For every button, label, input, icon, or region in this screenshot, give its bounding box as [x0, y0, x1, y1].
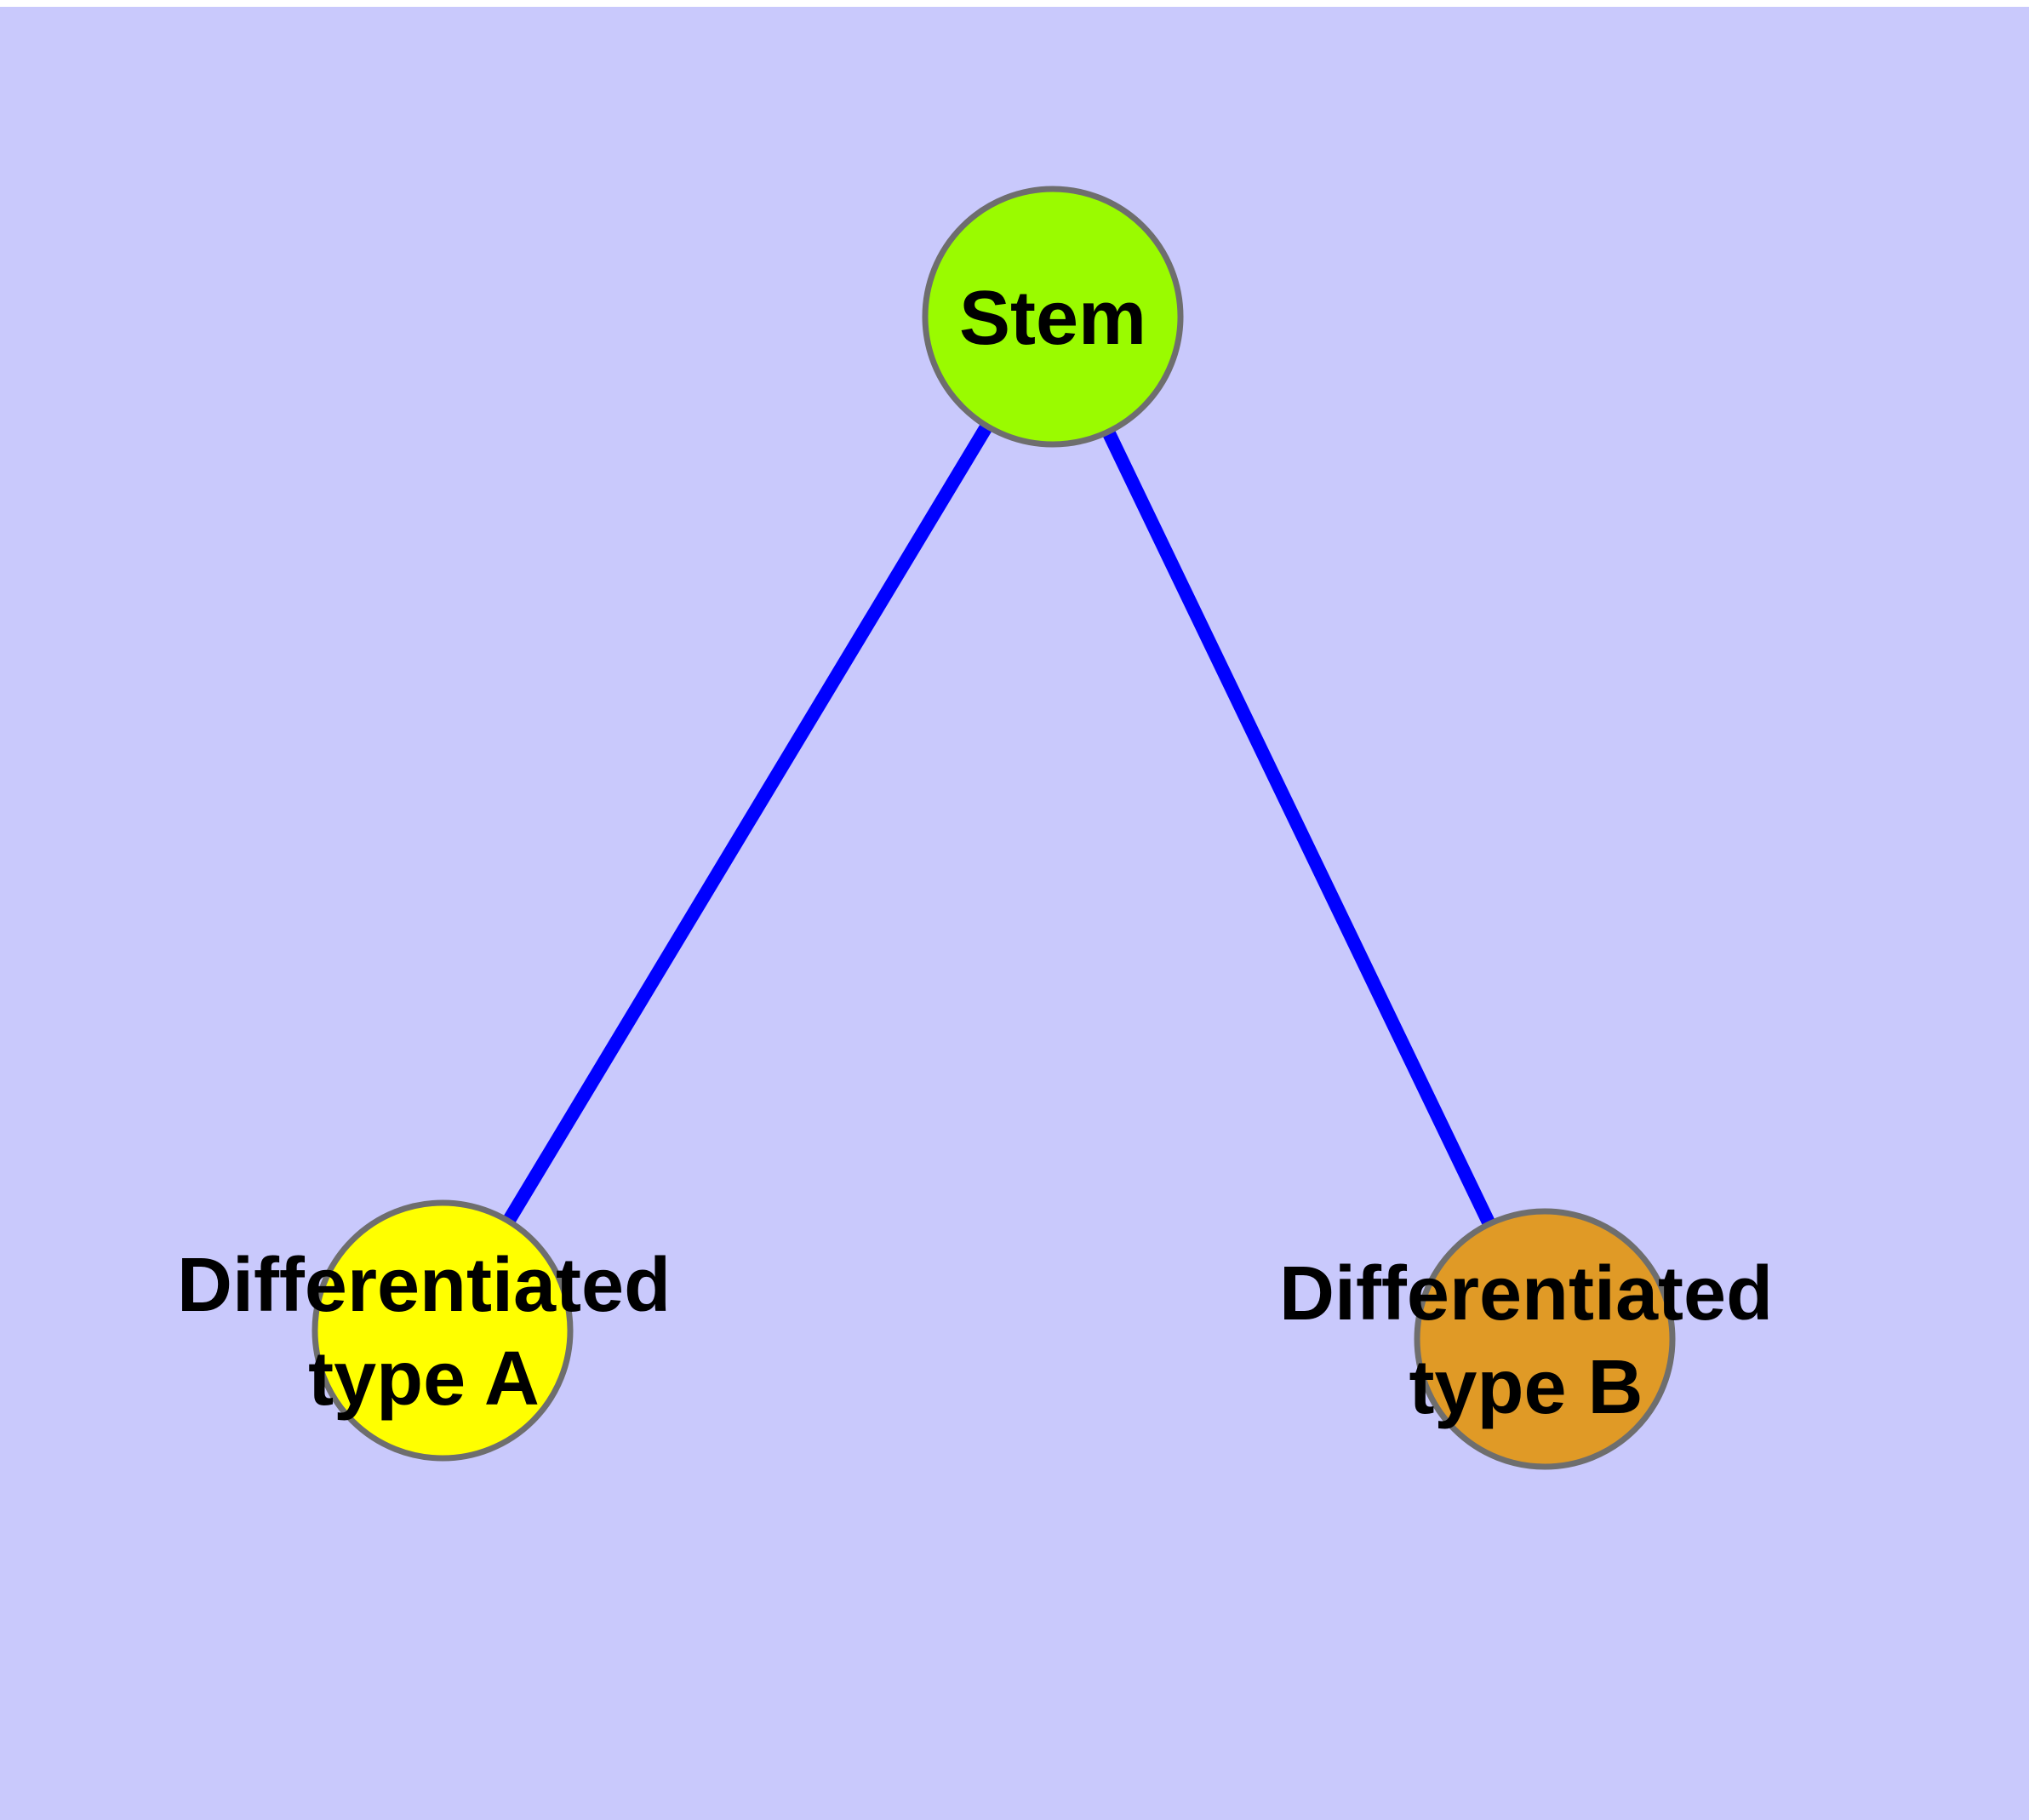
edge-stem-to-type-b: [1046, 313, 1552, 1342]
node-circle-differentiated-type-b[interactable]: [1414, 1208, 1676, 1470]
edge-stem-to-type-a: [437, 312, 1059, 1335]
node-circle-differentiated-type-a[interactable]: [311, 1199, 574, 1462]
node-circle-stem[interactable]: [922, 186, 1184, 448]
